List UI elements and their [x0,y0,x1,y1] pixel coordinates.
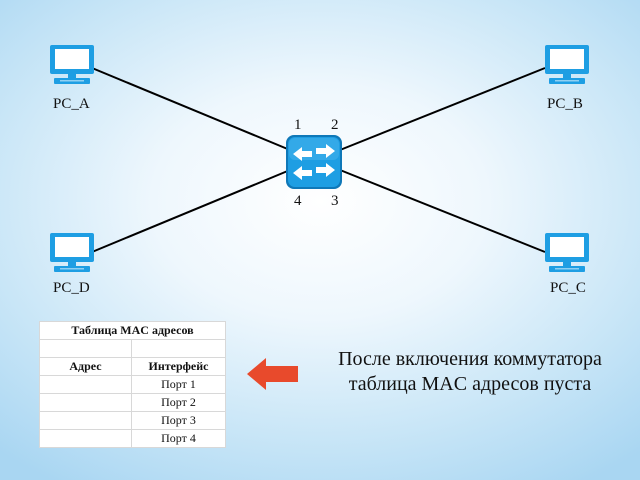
mac-address-table: Таблица MAC адресов Адрес Интерфейс Порт… [39,321,226,448]
link-pc-a [91,67,291,151]
link-pc-d [91,169,291,253]
table-cell [39,339,132,358]
switch-icon[interactable] [286,135,342,189]
pc-b-icon[interactable] [545,45,589,84]
pc-a-label: PC_A [53,96,90,112]
address-cell [39,411,132,430]
interface-cell: Порт 1 [131,375,226,394]
port-label-1: 1 [294,117,302,133]
table-row: Порт 1 [39,375,226,394]
interface-cell: Порт 2 [131,393,226,412]
table-header-row: Адрес Интерфейс [39,357,226,376]
table-title: Таблица MAC адресов [39,321,226,340]
pc-d-icon[interactable] [50,233,94,272]
table-cell [131,339,226,358]
link-pc-b [339,67,546,151]
column-header-address: Адрес [39,357,132,376]
left-arrow-icon [247,358,298,390]
column-header-interface: Интерфейс [131,357,226,376]
link-pc-c [339,169,546,253]
caption-line-1: После включения коммутатора [338,348,602,370]
address-cell [39,393,132,412]
port-label-2: 2 [331,117,339,133]
table-title-row: Таблица MAC адресов [39,321,226,340]
address-cell [39,429,132,448]
pc-c-label: PC_C [550,280,586,296]
pc-a-icon[interactable] [50,45,94,84]
interface-cell: Порт 3 [131,411,226,430]
address-cell [39,375,132,394]
caption-line-2: таблица MAC адресов пуста [348,373,592,395]
table-row: Порт 2 [39,393,226,412]
pc-d-label: PC_D [53,280,90,296]
port-label-4: 4 [294,193,302,209]
table-spacer-row [39,339,226,358]
pc-b-label: PC_B [547,96,583,112]
caption-text: После включения коммутатора таблица MAC … [300,347,640,397]
interface-cell: Порт 4 [131,429,226,448]
port-label-3: 3 [331,193,339,209]
table-row: Порт 3 [39,411,226,430]
pc-c-icon[interactable] [545,233,589,272]
table-row: Порт 4 [39,429,226,448]
